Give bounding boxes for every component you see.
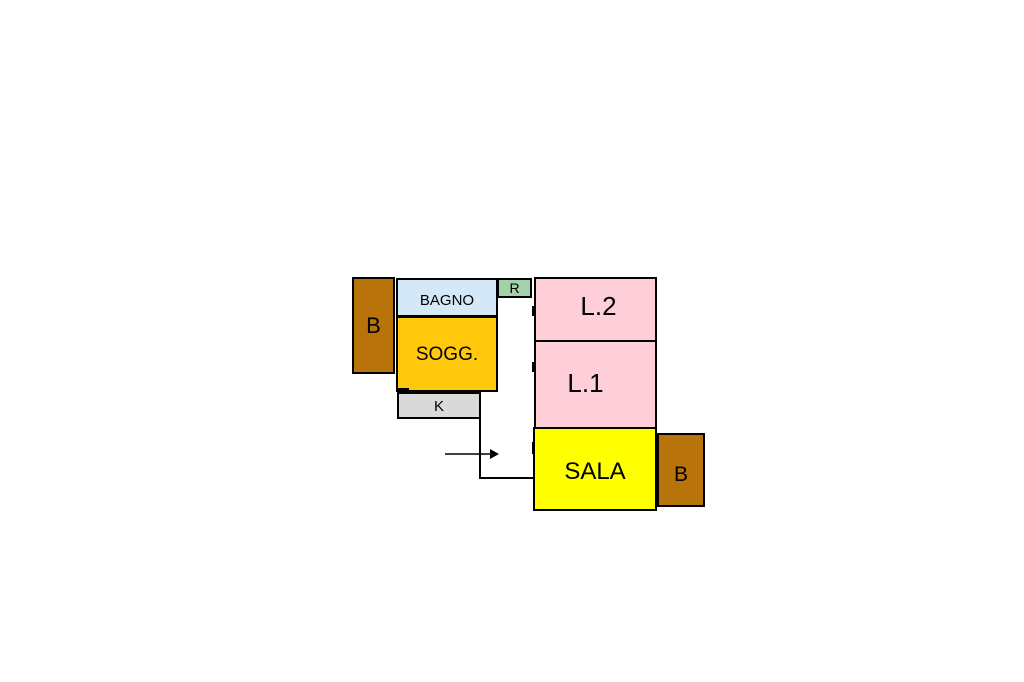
corridor-wall-vertical bbox=[479, 417, 481, 479]
room-ripostiglio: R bbox=[497, 278, 532, 298]
entrance-arrow-icon bbox=[445, 449, 499, 459]
room-label: SALA bbox=[564, 458, 626, 485]
door-mark bbox=[532, 442, 535, 454]
room-balcony-left: B bbox=[352, 277, 395, 374]
room-cucina: K bbox=[397, 392, 481, 419]
room-label: R bbox=[509, 280, 520, 296]
room-sala: SALA bbox=[533, 427, 657, 511]
room-label: B bbox=[366, 312, 381, 338]
door-mark bbox=[532, 362, 535, 372]
room-label: SOGG. bbox=[415, 343, 479, 365]
room-label: L.1 bbox=[567, 367, 604, 398]
room-soggiorno: SOGG. bbox=[396, 316, 498, 392]
room-label: BAGNO bbox=[419, 292, 475, 309]
room-label: B bbox=[673, 462, 688, 486]
room-label: K bbox=[433, 398, 444, 415]
corridor bbox=[497, 298, 535, 478]
door-mark bbox=[397, 388, 409, 391]
room-label: L.2 bbox=[580, 290, 617, 321]
room-balcony-right: B bbox=[657, 433, 705, 507]
door-mark bbox=[532, 306, 535, 316]
room-letto-2: L.2 bbox=[534, 277, 657, 342]
corridor-wall-horizontal bbox=[479, 477, 534, 479]
room-bagno: BAGNO bbox=[396, 278, 498, 317]
room-letto-1: L.1 bbox=[534, 340, 657, 429]
